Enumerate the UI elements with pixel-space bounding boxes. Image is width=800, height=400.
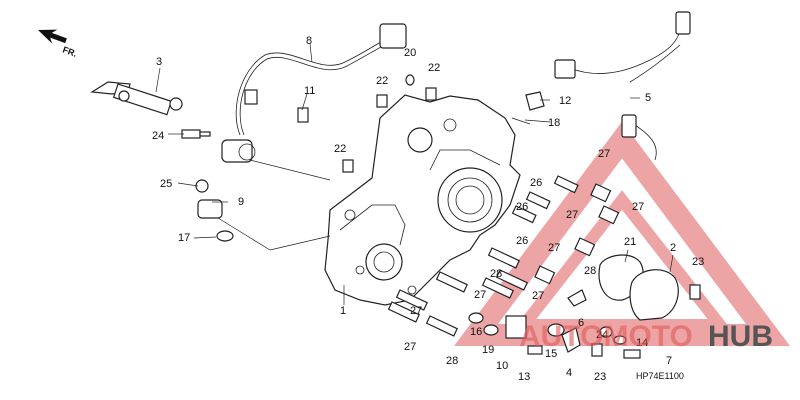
callout-11: 11	[304, 85, 315, 97]
bolt-part	[297, 107, 309, 123]
bolt-13-part	[527, 345, 543, 355]
callout-labels: 1 2 3 4 5 6 7 8 9 10 11 12 13 14 15 16 1…	[152, 35, 704, 383]
callout-28a: 28	[490, 268, 502, 280]
callout-26b: 26	[516, 201, 528, 213]
callout-28c: 28	[584, 265, 596, 277]
callout-27f: 27	[474, 289, 486, 301]
callout-4: 4	[566, 367, 572, 379]
callout-27c: 27	[566, 209, 578, 221]
dowel-pin-part	[342, 159, 354, 173]
callout-27e: 27	[532, 290, 544, 302]
callout-27h: 27	[404, 341, 416, 353]
callout-20: 20	[404, 47, 416, 59]
switch-4-part	[561, 327, 581, 353]
bolt-24-part	[181, 129, 211, 139]
cover-plate-part	[629, 269, 679, 321]
callout-7: 7	[666, 355, 672, 367]
dowel-pin-part	[376, 94, 388, 108]
callout-22b: 22	[428, 62, 440, 74]
clip-6-part	[567, 289, 587, 307]
wire-harness-right-part	[554, 11, 691, 161]
callout-12: 12	[559, 95, 571, 107]
watermark-text-light: AUTOMOTO	[519, 320, 693, 353]
o-ring-14-part	[613, 335, 627, 345]
callout-22c: 22	[334, 143, 346, 155]
watermark-text: AUTOMOTO HUB	[519, 320, 773, 353]
callout-26c: 26	[516, 235, 528, 247]
callout-6: 6	[578, 317, 584, 329]
bolt-23-part	[689, 284, 701, 300]
callout-8: 8	[306, 35, 312, 47]
callout-18: 18	[548, 117, 560, 129]
o-ring-part	[405, 74, 415, 86]
callout-2: 2	[670, 242, 676, 254]
callout-27g: 27	[410, 305, 422, 317]
speed-sensor-part	[195, 179, 234, 242]
plug-part	[525, 91, 545, 111]
sensor-part	[221, 139, 256, 163]
callout-28b: 28	[446, 355, 458, 367]
callout-23b: 23	[594, 371, 606, 383]
dowel-pin-part	[425, 87, 437, 101]
switch-7-part	[623, 349, 641, 359]
callout-24a: 24	[152, 130, 164, 142]
watermark-logo	[454, 121, 790, 346]
washer-24-part	[599, 326, 613, 338]
callout-27d: 27	[548, 242, 560, 254]
watermark-text-dark: HUB	[708, 320, 773, 353]
callout-17: 17	[178, 232, 190, 244]
callout-26a: 26	[530, 177, 542, 189]
callout-27a: 27	[598, 148, 610, 160]
bolt-set	[387, 175, 620, 337]
callout-23a: 23	[692, 256, 704, 268]
callout-25: 25	[160, 178, 172, 190]
callout-16: 16	[470, 326, 482, 338]
callout-5: 5	[645, 92, 651, 104]
shift-arm-part	[90, 81, 183, 116]
callout-3: 3	[156, 56, 162, 68]
forward-arrow-icon	[38, 29, 67, 44]
callout-24b: 24	[596, 329, 608, 341]
leader-lines	[155, 43, 674, 305]
diagram-code: HP74E1100	[636, 371, 684, 381]
washer-15-part	[547, 323, 565, 337]
callout-13: 13	[518, 371, 530, 383]
callout-9: 9	[238, 196, 244, 208]
callout-19: 19	[482, 344, 494, 356]
washer-part	[483, 324, 499, 336]
wire-harness-part	[235, 23, 407, 136]
sensor-10-part	[505, 315, 527, 339]
direction-label: FR.	[61, 44, 78, 58]
bolt-23b-part	[591, 343, 603, 357]
callout-10: 10	[496, 360, 508, 372]
callout-15: 15	[545, 348, 557, 360]
washer-part	[468, 312, 484, 324]
crankcase-cover-part	[324, 94, 521, 306]
callout-27b: 27	[632, 201, 644, 213]
callout-1: 1	[340, 305, 346, 317]
spring-part	[511, 117, 531, 125]
callout-22a: 22	[376, 75, 388, 87]
callout-14: 14	[636, 337, 648, 349]
callout-21: 21	[624, 236, 636, 248]
